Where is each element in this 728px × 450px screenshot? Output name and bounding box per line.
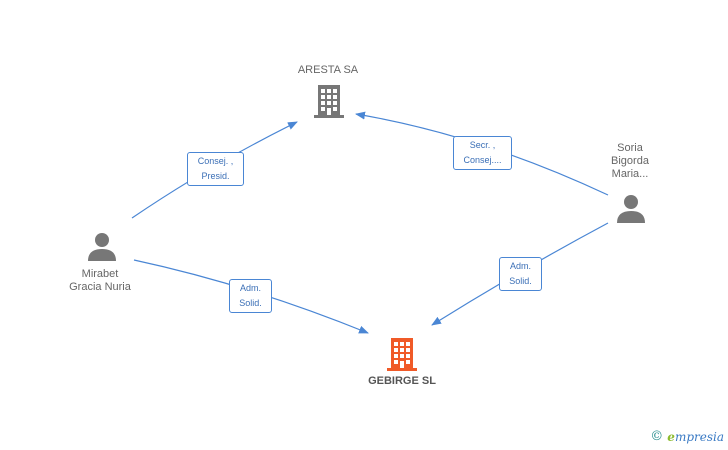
edge-label-mirabet-aresta[interactable]: Consej. , Presid. [187, 152, 244, 186]
building-icon[interactable] [313, 83, 345, 119]
node-label-gebirge: GEBIRGE SL [368, 375, 436, 387]
edge-label-soria-aresta[interactable]: Secr. , Consej.... [453, 136, 512, 170]
edge-label-soria-gebirge[interactable]: Adm. Solid. [499, 257, 542, 291]
node-label-aresta: ARESTA SA [297, 64, 359, 76]
person-icon[interactable] [87, 232, 117, 262]
node-label-soria: Soria Bigorda Maria... [611, 142, 649, 180]
empresia-watermark: © empresia [650, 429, 724, 444]
copyright-icon: © [650, 429, 664, 444]
node-label-mirabet: Mirabet Gracia Nuria [69, 268, 131, 293]
person-icon[interactable] [616, 194, 646, 224]
edge-label-mirabet-gebirge[interactable]: Adm. Solid. [229, 279, 272, 313]
building-icon[interactable] [386, 336, 418, 372]
brand-logo: empresia [667, 429, 724, 444]
